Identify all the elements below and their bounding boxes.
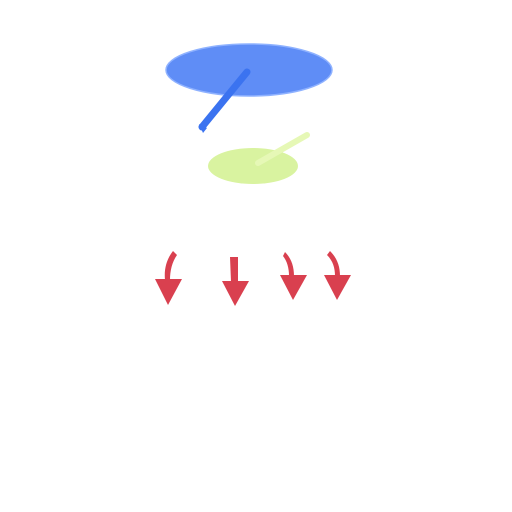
green-ellipse — [208, 148, 298, 184]
down-arrow-icon — [222, 257, 249, 306]
green-paddle-icon — [208, 132, 310, 184]
blue-stick-tip — [199, 124, 207, 133]
green-stick — [255, 132, 310, 166]
down-arrow-icon — [155, 251, 182, 305]
arrows-group — [155, 251, 351, 306]
blue-paddle-icon — [165, 43, 333, 133]
blue-stick — [198, 68, 251, 131]
down-arrow-icon — [324, 251, 351, 300]
down-arrow-icon — [280, 252, 307, 300]
